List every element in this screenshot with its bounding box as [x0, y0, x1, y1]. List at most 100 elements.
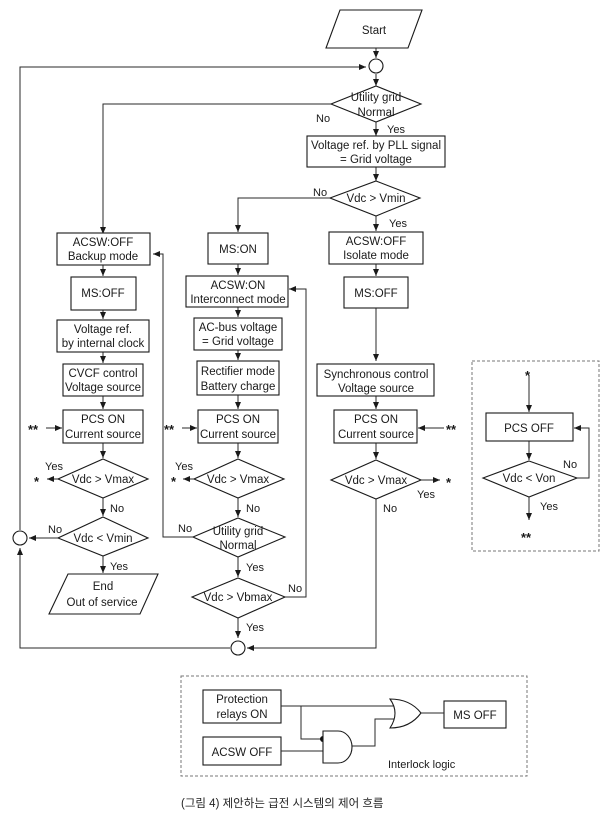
decision-utility-grid-top: Utility grid Normal	[329, 85, 423, 123]
or-gate	[388, 698, 422, 729]
svg-text:Vdc > Vmax: Vdc > Vmax	[345, 475, 408, 487]
svg-text:ACSW:OFF: ACSW:OFF	[346, 236, 406, 248]
box-protection-relays: Protection relays ON	[202, 689, 282, 724]
label-no: No	[313, 187, 327, 199]
svg-text:CVCF control: CVCF control	[68, 368, 137, 380]
decision-vdc-gt-vmax-left: Vdc > Vmax	[56, 458, 150, 499]
svg-text:ACSW OFF: ACSW OFF	[212, 747, 273, 759]
svg-text:Current source: Current source	[200, 429, 276, 441]
svg-text:MS:ON: MS:ON	[219, 244, 257, 256]
junction-bottom	[230, 640, 246, 656]
pcs-off-panel: * PCS OFF Vdc < Von No Yes **	[471, 360, 600, 552]
svg-text:= Grid voltage: = Grid voltage	[202, 336, 274, 348]
svg-text:Vdc > Vmax: Vdc > Vmax	[72, 474, 135, 486]
svg-text:Normal: Normal	[219, 540, 256, 552]
label-star: *	[171, 474, 177, 489]
decision-vdc-gt-vmax-mid: Vdc > Vmax	[192, 458, 286, 499]
label-no: No	[48, 524, 62, 536]
svg-text:End: End	[93, 581, 113, 593]
label-no: No	[383, 503, 397, 515]
connectors	[17, 48, 590, 651]
decision-utility-grid-mid: Utility grid Normal	[191, 517, 287, 558]
decision-vdc-gt-vbmax: Vdc > Vbmax	[190, 577, 287, 619]
svg-text:Synchronous control: Synchronous control	[324, 369, 429, 381]
box-pcs-on-right: PCS ON Current source	[333, 409, 418, 444]
box-pcs-on-left: PCS ON Current source	[62, 409, 144, 444]
svg-text:Backup mode: Backup mode	[68, 251, 138, 263]
svg-text:= Grid voltage: = Grid voltage	[340, 154, 412, 166]
svg-text:Start: Start	[362, 25, 387, 37]
interlock-title: Interlock logic	[388, 759, 456, 771]
decision-vdc-gt-vmax-right: Vdc > Vmax	[329, 459, 423, 500]
label-star: *	[525, 368, 531, 383]
interlock-logic-panel: Protection relays ON ACSW OFF MS OFF Int…	[180, 675, 528, 777]
svg-text:Utility grid: Utility grid	[213, 526, 263, 538]
box-ms-off-interlock: MS OFF	[443, 700, 507, 729]
svg-text:PCS OFF: PCS OFF	[504, 423, 554, 435]
box-ms-off-left: MS:OFF	[70, 276, 137, 311]
svg-text:Vdc > Vbmax: Vdc > Vbmax	[204, 592, 273, 604]
box-cvcf-control: CVCF control Voltage source	[62, 363, 144, 397]
svg-text:Isolate mode: Isolate mode	[343, 250, 409, 262]
label-yes: Yes	[175, 461, 193, 473]
svg-text:by internal clock: by internal clock	[62, 338, 145, 350]
svg-text:Vdc < Vmin: Vdc < Vmin	[73, 533, 132, 545]
label-double-star: **	[521, 530, 532, 545]
label-yes: Yes	[387, 124, 405, 136]
label-no: No	[110, 503, 124, 515]
svg-text:Interconnect mode: Interconnect mode	[190, 294, 285, 306]
svg-text:Voltage source: Voltage source	[65, 382, 141, 394]
svg-text:ACSW:ON: ACSW:ON	[211, 280, 266, 292]
box-synchronous-control: Synchronous control Voltage source	[316, 363, 435, 397]
svg-text:relays ON: relays ON	[216, 709, 267, 721]
box-voltage-ref-internal: Voltage ref. by internal clock	[56, 319, 150, 353]
box-acsw-off-interlock: ACSW OFF	[202, 736, 282, 766]
svg-text:Normal: Normal	[357, 107, 394, 119]
figure-caption: (그림 4) 제안하는 급전 시스템의 제어 흐름	[181, 796, 384, 810]
box-pll-voltage-ref: Voltage ref. by PLL signal = Grid voltag…	[306, 135, 446, 168]
box-pcs-off: PCS OFF	[485, 412, 574, 442]
and-gate	[322, 730, 353, 764]
svg-text:Voltage ref. by PLL signal: Voltage ref. by PLL signal	[311, 140, 441, 152]
decision-vdc-lt-vmin-left: Vdc < Vmin	[56, 516, 150, 557]
junction-top	[368, 58, 384, 74]
svg-text:Vdc < Von: Vdc < Von	[503, 473, 556, 485]
svg-text:Rectifier mode: Rectifier mode	[201, 366, 275, 378]
label-yes: Yes	[110, 561, 128, 573]
svg-text:Utility grid: Utility grid	[351, 92, 401, 104]
svg-text:PCS ON: PCS ON	[354, 414, 398, 426]
svg-text:MS:OFF: MS:OFF	[354, 288, 397, 300]
svg-text:MS OFF: MS OFF	[453, 710, 496, 722]
svg-text:Voltage ref.: Voltage ref.	[74, 324, 132, 336]
box-rectifier-mode: Rectifier mode Battery charge	[196, 360, 280, 396]
box-acsw-off-isolate: ACSW:OFF Isolate mode	[328, 231, 424, 265]
label-double-star: **	[446, 422, 457, 437]
label-star: *	[34, 474, 40, 489]
svg-text:Battery charge: Battery charge	[201, 381, 276, 393]
label-no: No	[563, 459, 577, 471]
label-yes: Yes	[389, 218, 407, 230]
box-ms-on: MS:ON	[207, 232, 269, 265]
label-double-star: **	[28, 422, 39, 437]
decision-vdc-lt-von: Vdc < Von	[481, 460, 579, 498]
box-pcs-on-mid: PCS ON Current source	[197, 409, 279, 444]
svg-text:Vdc > Vmin: Vdc > Vmin	[346, 193, 405, 205]
box-ms-off-right: MS:OFF	[343, 276, 409, 309]
label-no: No	[288, 583, 302, 595]
end-node: End Out of service	[48, 573, 159, 615]
label-yes: Yes	[246, 622, 264, 634]
svg-text:Voltage source: Voltage source	[338, 383, 414, 395]
svg-text:AC-bus voltage: AC-bus voltage	[199, 322, 278, 334]
label-star: *	[446, 475, 452, 490]
svg-text:Out of service: Out of service	[67, 597, 138, 609]
svg-text:Current source: Current source	[65, 429, 141, 441]
label-no: No	[178, 523, 192, 535]
decision-vdc-gt-vmin: Vdc > Vmin	[328, 180, 422, 217]
label-double-star: **	[164, 422, 175, 437]
box-acsw-on-interconnect: ACSW:ON Interconnect mode	[185, 275, 289, 308]
label-no: No	[316, 113, 330, 125]
svg-text:Vdc > Vmax: Vdc > Vmax	[207, 474, 270, 486]
svg-text:Current source: Current source	[338, 429, 414, 441]
label-yes: Yes	[540, 501, 558, 513]
